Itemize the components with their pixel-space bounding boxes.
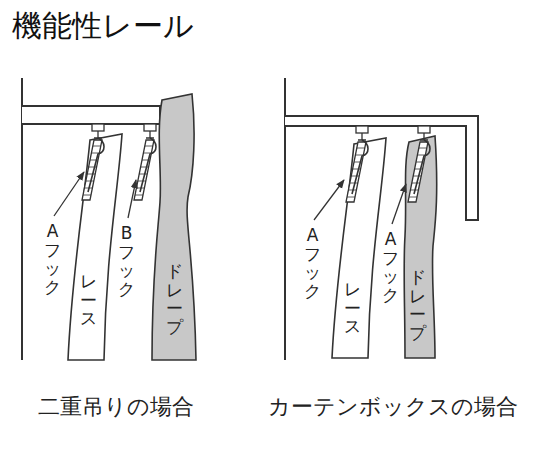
curtain-shape [68,134,122,360]
leader-arrow [392,184,406,224]
curtain-label: レース [80,272,97,328]
curtain-hook [134,124,156,200]
curtain-label: レース [344,280,361,336]
leader-arrow [128,180,136,218]
caption: カーテンボックスの場合 [268,392,518,422]
hook-label: Aフック [304,226,321,301]
hook-label: Aフック [382,230,399,305]
curtain-hook [346,126,368,202]
caption: 二重吊りの場合 [38,392,194,422]
curtain-shape [332,138,386,358]
curtain-hook [408,126,430,202]
curtain-shape [152,94,196,360]
drape-curtain: ドレープ [148,92,200,362]
curtain-shape [404,136,437,358]
curtain-label: ドレープ [409,268,426,343]
hook-label: Aフック [44,222,61,297]
leader-arrow [54,172,84,216]
title: 機能性レール [12,6,194,47]
hook-label: Bフック [118,224,135,299]
leader-arrow [314,180,344,220]
curtain-label: ドレープ [166,262,183,337]
curtain-hook [82,124,104,200]
